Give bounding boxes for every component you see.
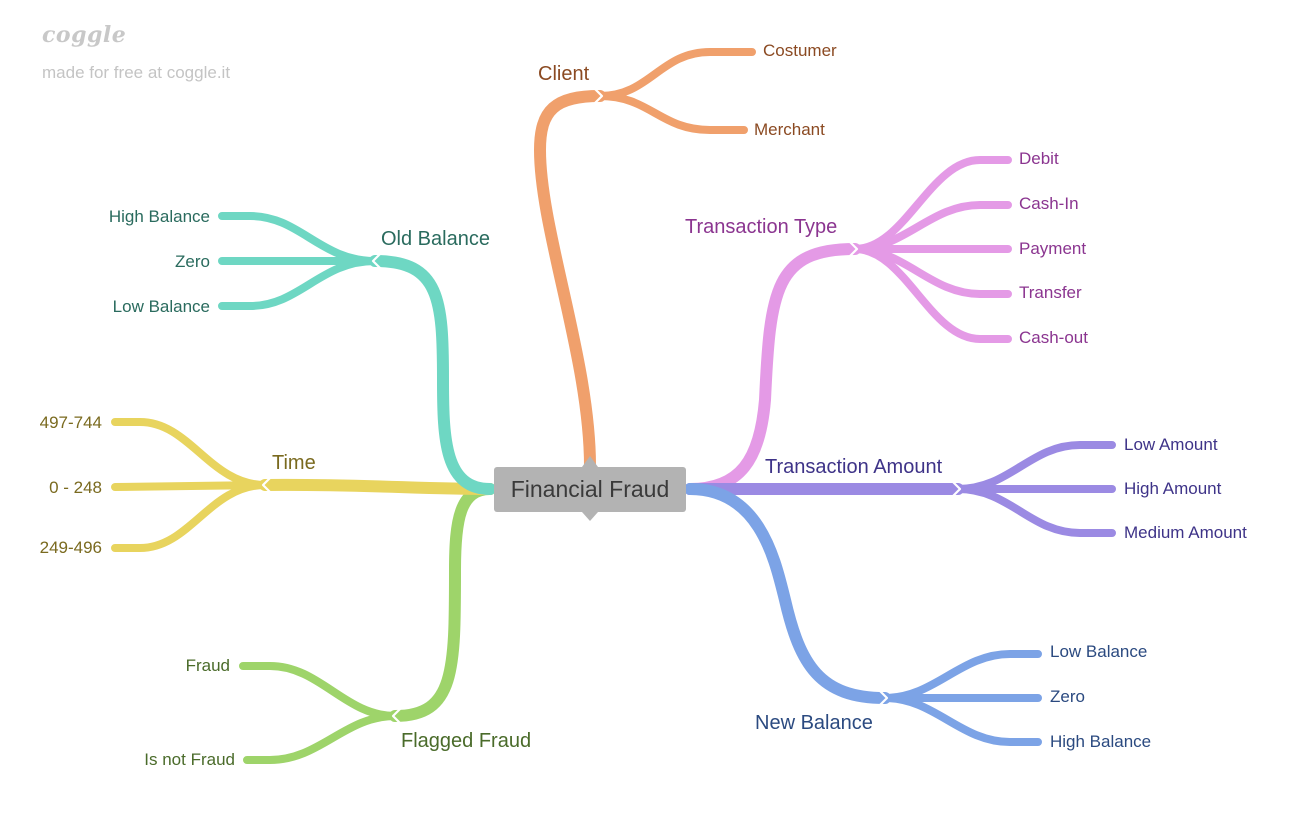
connector-new-balance-2 <box>881 694 1042 746</box>
leaf-label-transaction-type-0[interactable]: Debit <box>1019 149 1059 168</box>
leaf-label-transaction-amount-2[interactable]: Medium Amount <box>1124 523 1247 542</box>
root-notch-top <box>582 456 598 467</box>
connector-old-balance-2 <box>218 257 379 310</box>
leaf-label-client-1[interactable]: Merchant <box>754 120 825 139</box>
connector-transaction-amount-0 <box>954 441 1116 493</box>
connector-trunk-client <box>533 90 606 472</box>
branch-label-old-balance[interactable]: Old Balance <box>381 228 490 250</box>
connector-client-1 <box>596 92 748 134</box>
connector-new-balance-0 <box>881 650 1042 702</box>
connector-old-balance-0 <box>218 212 379 265</box>
leaf-label-time-1[interactable]: 0 - 248 <box>49 478 102 497</box>
leaf-label-transaction-type-3[interactable]: Transfer <box>1019 283 1082 302</box>
leaf-label-old-balance-2[interactable]: Low Balance <box>113 297 210 316</box>
branch-label-client[interactable]: Client <box>538 63 590 85</box>
chevron-icon <box>593 87 604 105</box>
connector-transaction-type-1 <box>851 201 1012 253</box>
leaf-label-transaction-type-1[interactable]: Cash-In <box>1019 194 1079 213</box>
connector-flagged-fraud-1 <box>243 712 399 764</box>
connector-time-2 <box>111 481 269 552</box>
leaf-label-old-balance-0[interactable]: High Balance <box>109 207 210 226</box>
chevron-icon <box>848 240 859 258</box>
leaf-label-flagged-fraud-1[interactable]: Is not Fraud <box>144 750 235 769</box>
branch-label-new-balance[interactable]: New Balance <box>755 712 873 734</box>
branch-label-flagged-fraud[interactable]: Flagged Fraud <box>401 730 531 752</box>
connector-client-0 <box>596 48 756 100</box>
coggle-logo: coggle <box>42 22 127 48</box>
leaf-label-transaction-amount-0[interactable]: Low Amount <box>1124 435 1218 454</box>
connector-flagged-fraud-0 <box>239 662 399 720</box>
branch-label-transaction-type[interactable]: Transaction Type <box>685 216 837 238</box>
leaf-label-transaction-type-4[interactable]: Cash-out <box>1019 328 1088 347</box>
connector-trunk-new-balance <box>684 483 891 704</box>
leaf-label-time-2[interactable]: 249-496 <box>40 538 102 557</box>
branch-flagged-fraud: Flagged Fraud Fraud Is not Fraud <box>144 483 531 769</box>
root-notch-bottom <box>582 512 598 521</box>
connector-trunk-flagged-fraud <box>389 483 496 722</box>
leaf-label-time-0[interactable]: 497-744 <box>40 413 102 432</box>
connector-transaction-type-4 <box>851 245 1012 343</box>
chevron-icon <box>391 707 402 725</box>
connector-transaction-amount-2 <box>954 485 1116 537</box>
connector-trunk-old-balance <box>369 255 496 495</box>
leaf-label-transaction-amount-1[interactable]: High Amount <box>1124 479 1222 498</box>
leaf-label-new-balance-2[interactable]: High Balance <box>1050 732 1151 751</box>
connector-time-0 <box>111 418 269 489</box>
branch-label-transaction-amount[interactable]: Transaction Amount <box>765 456 943 478</box>
branch-transaction-type: Transaction Type DebitCash-InPaymentTrans… <box>684 149 1088 495</box>
connector-time-1 <box>111 481 269 491</box>
root-notches <box>582 456 598 521</box>
chevron-icon <box>878 689 889 707</box>
leaf-label-client-0[interactable]: Costumer <box>763 41 837 60</box>
leaf-label-old-balance-1[interactable]: Zero <box>175 252 210 271</box>
root-node-label: Financial Fraud <box>510 476 670 502</box>
branch-label-time[interactable]: Time <box>272 452 316 474</box>
chevron-icon <box>371 252 382 270</box>
connector-trunk-transaction-type <box>684 243 861 495</box>
root-node-financial-fraud[interactable]: Financial Fraud <box>494 467 686 512</box>
connector-trunk-time <box>259 478 496 495</box>
leaf-label-transaction-type-2[interactable]: Payment <box>1019 239 1086 258</box>
chevron-icon <box>951 480 962 498</box>
branch-time: Time 497-744 0 - 248 249-496 <box>40 413 496 557</box>
leaf-label-new-balance-0[interactable]: Low Balance <box>1050 642 1147 661</box>
leaf-label-flagged-fraud-0[interactable]: Fraud <box>186 656 230 675</box>
leaf-label-new-balance-1[interactable]: Zero <box>1050 687 1085 706</box>
chevron-icon <box>261 476 272 494</box>
coggle-tagline: made for free at coggle.it <box>42 63 231 82</box>
